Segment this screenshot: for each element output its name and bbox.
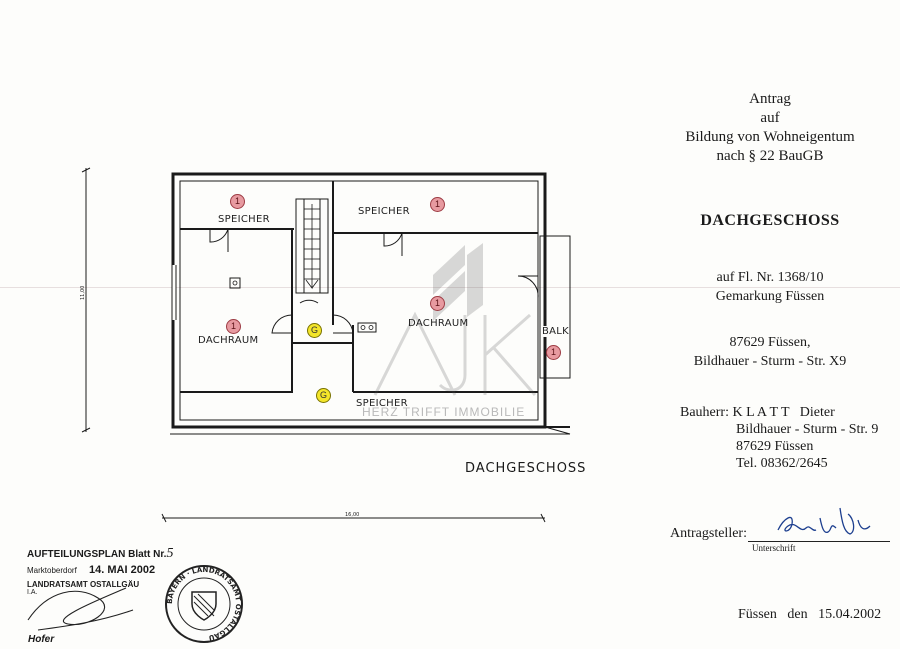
office-line-1: LANDRATSAMT OSTALLGÄU [27, 580, 140, 589]
room-balkon: BALK [542, 326, 570, 337]
plan-sheet-label: AUFTEILUNGSPLAN Blatt Nr.5 [27, 546, 177, 562]
date-line: Füssen den 15.04.2002 [738, 607, 882, 622]
builder-name: K L A T T Dieter [732, 405, 835, 420]
parcel-line-1: auf Fl. Nr. 1368/10 [716, 270, 824, 285]
room-speicher-left: SPEICHER [218, 214, 270, 225]
floor-plan: 11,00 16,00 [80, 167, 571, 523]
application-heading: Antrag auf Bildung von Wohneigentum nach… [640, 90, 900, 166]
room-dachraum-left: DACHRAUM [198, 335, 259, 346]
plan-caption: DACHGESCHOSS [465, 461, 587, 476]
heading-line-2: auf [760, 110, 780, 126]
unit-marker: 1 [430, 197, 445, 212]
unit-marker: 1 [430, 296, 445, 311]
address-info: 87629 Füssen, Bildhauer - Sturm - Str. X… [640, 333, 900, 371]
office-signature [27, 587, 134, 631]
plan-number: 5 [166, 546, 174, 561]
office-line-2: I.A. [27, 589, 38, 596]
signature-caption: Unterschrift [752, 543, 796, 553]
address-line-2: Bildhauer - Sturm - Str. X9 [693, 354, 847, 369]
heading-line-4: nach § 22 BauGB [716, 148, 824, 164]
builder-city: 87629 Füssen [736, 439, 814, 454]
applicant-label: Antragsteller: [670, 526, 747, 541]
builder-info: Bauherr: K L A T T Dieter Bildhauer - St… [680, 404, 900, 472]
common-marker: G [316, 388, 331, 403]
parcel-line-2: Gemarkung Füssen [715, 289, 825, 304]
signature-line [748, 541, 890, 542]
room-speicher-top: SPEICHER [358, 206, 410, 217]
room-dachraum-right: DACHRAUM [408, 318, 469, 329]
heading-line-3: Bildung von Wohneigentum [685, 129, 855, 145]
builder-label: Bauherr: [680, 405, 729, 420]
common-marker: G [307, 323, 322, 338]
stamp-place: Marktoberdorf [27, 566, 77, 575]
heading-line-1: Antrag [749, 91, 791, 107]
stamp-block: AUFTEILUNGSPLAN Blatt Nr.5 Marktoberdorf… [27, 546, 177, 596]
dimension-horizontal: 16,00 [345, 512, 359, 518]
page-fold-line [0, 287, 900, 288]
applicant-signature [777, 507, 871, 535]
plan-label: AUFTEILUNGSPLAN Blatt Nr. [27, 549, 167, 560]
builder-street: Bildhauer - Sturm - Str. 9 [736, 422, 879, 437]
floor-title: DACHGESCHOSS [700, 212, 840, 229]
watermark-tagline: HERZ TRIFFT IMMOBILIE [362, 405, 526, 419]
room-speicher-bottom: SPEICHER [356, 398, 408, 409]
unit-marker: 1 [226, 319, 241, 334]
address-line-1: 87629 Füssen, [729, 335, 811, 350]
stamp-date: 14. MAI 2002 [89, 564, 156, 576]
builder-phone: Tel. 08362/2645 [736, 456, 828, 471]
unit-marker: 1 [230, 194, 245, 209]
official-seal: BAYERN · LANDRATSAMT OSTALLGÄU [165, 565, 243, 643]
parcel-info: auf Fl. Nr. 1368/10 Gemarkung Füssen [640, 268, 900, 306]
office-signer: Hofer [28, 634, 55, 645]
unit-marker: 1 [546, 345, 561, 360]
dimension-vertical: 11,00 [80, 286, 86, 300]
